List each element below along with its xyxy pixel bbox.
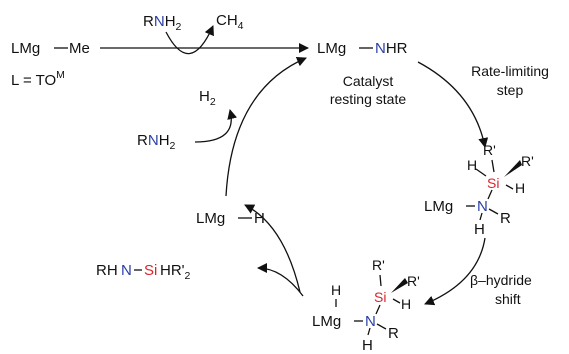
beta-shift-label-2: shift: [495, 291, 521, 307]
activation-amine: RNH2: [143, 13, 182, 33]
beta-shift-arrow: [424, 237, 486, 306]
h-si-bond: [475, 168, 487, 177]
trans-r: R: [388, 325, 399, 342]
trans-si: Si: [374, 289, 386, 305]
n-si-bond-2: [375, 304, 381, 315]
n-h-bond: [479, 212, 483, 221]
adduct-r: R: [500, 210, 511, 227]
si-h-bond: [505, 184, 514, 190]
trans-h-mg: H: [331, 282, 341, 298]
start-methyl: Me: [69, 40, 90, 57]
adduct-n: N: [477, 198, 488, 215]
trans-lmg: LMg: [312, 313, 341, 330]
resting-caption-1: Catalyst: [343, 73, 394, 89]
adduct-nh: H: [474, 221, 485, 238]
trans-r2: R': [407, 273, 420, 289]
product-n: N: [121, 262, 132, 279]
product-tail: HR'2: [160, 262, 191, 282]
methane-release-arrow: [165, 25, 214, 55]
methane: CH4: [216, 12, 244, 32]
rate-limiting-label-1: Rate-limiting: [471, 63, 549, 79]
product-release-arrow: [257, 263, 304, 297]
n-r-bond-2: [376, 323, 387, 330]
hydrogen-release-arrow: [194, 109, 238, 143]
resting-amide: NHR: [375, 40, 408, 57]
trans-nh: H: [362, 337, 373, 354]
regeneration-arrow: [225, 56, 307, 197]
rate-limiting-arrow: [417, 61, 489, 148]
adduct-r1: R': [483, 142, 496, 158]
ligand-definition: L = TOM: [11, 69, 65, 89]
si-h-bond-2: [392, 298, 401, 304]
rate-limiting-label-2: step: [497, 82, 524, 98]
beta-shift-label-1: β–hydride: [470, 272, 532, 288]
trans-r1: R': [372, 257, 385, 273]
resting-lmg: LMg: [317, 40, 346, 57]
hydrogen: H2: [199, 88, 216, 108]
product-si: Si: [144, 262, 157, 279]
hydride-h: H: [254, 210, 265, 227]
adduct-lmg: LMg: [424, 198, 453, 215]
hydride-formation-arrow: [244, 204, 301, 293]
adduct-r2: R': [521, 153, 534, 169]
product-rh: RH: [96, 262, 118, 279]
n-h-bond-2: [367, 327, 371, 336]
resting-caption-2: resting state: [330, 91, 406, 107]
si-r-bond: [491, 159, 495, 173]
adduct-si-h: H: [515, 180, 525, 196]
hydride-lmg: LMg: [196, 210, 225, 227]
si-r-wedge-2: [391, 278, 408, 293]
start-lmg: LMg: [11, 40, 40, 57]
n-si-bond: [487, 189, 493, 200]
n-r-bond: [488, 208, 499, 215]
regen-amine: RNH2: [137, 132, 176, 152]
si-r-bond-2: [379, 274, 382, 287]
adduct-h: H: [467, 157, 477, 173]
adduct-si: Si: [487, 175, 499, 191]
si-r-wedge: [504, 160, 522, 177]
trans-n: N: [365, 313, 376, 330]
trans-si-h: H: [401, 296, 411, 312]
